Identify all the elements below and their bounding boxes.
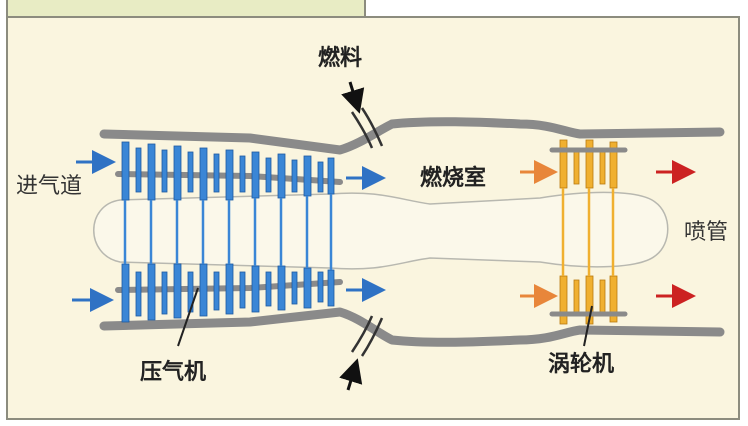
turbine-leader-line — [583, 305, 593, 347]
central-shaft-body — [93, 191, 669, 270]
fuel-label: 燃料 — [318, 46, 363, 71]
casing-top — [99, 117, 725, 155]
combustor-label: 燃烧室 — [420, 166, 487, 191]
fuel-injector-bottom — [350, 315, 384, 357]
fuel-arrow-top — [341, 81, 365, 114]
inlet-label: 进气道 — [16, 174, 83, 199]
nozzle-label: 喷管 — [684, 220, 729, 245]
turbine-label: 涡轮机 — [548, 352, 615, 377]
turbine-blades — [559, 139, 618, 325]
casing-bottom — [99, 307, 725, 347]
compressor-leader-line — [177, 287, 199, 347]
compressor-blades-top — [121, 141, 335, 201]
compressor-label: 压气机 — [140, 360, 207, 385]
compressor-shaft-lines — [123, 194, 333, 270]
turbine-shaft-lines — [561, 188, 615, 276]
fuel-arrow-bottom — [339, 358, 363, 391]
